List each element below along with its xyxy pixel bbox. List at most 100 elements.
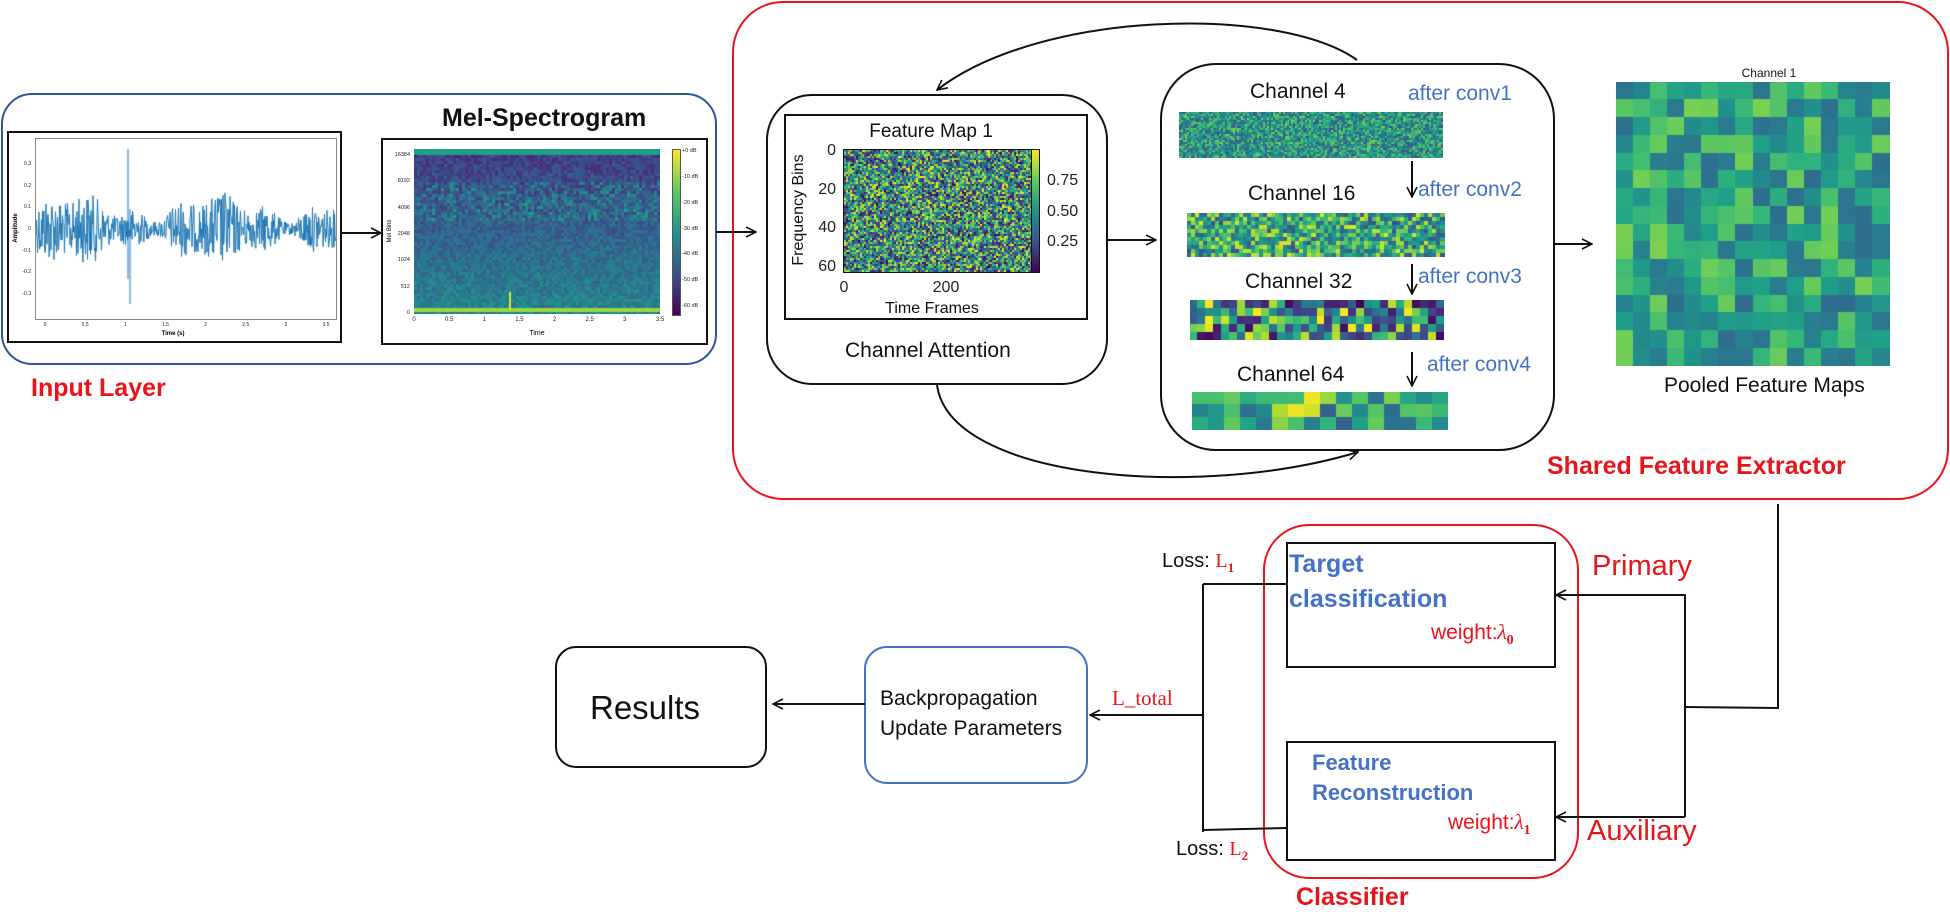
loss2-prefix: Loss: [1176,838,1230,860]
melspec-x-tick: 2 [552,317,557,323]
waveform-y-tick: -0.3 [22,291,31,297]
melspec-y-tick: 8192 [397,178,410,185]
melspec-colorbar-tick: -40 dB [682,251,699,258]
melspec-x-tick: 2.5 [585,317,594,323]
waveform-y-tick: 0 [28,226,31,232]
channel-4-title: Channel 4 [1250,80,1346,103]
melspec-colorbar-tick: -60 dB [682,303,699,309]
waveform-y-tick: -0.2 [22,269,31,276]
arrow-feedback-bottom [936,384,1358,479]
melspec-xlabel: Time [529,330,545,337]
melspec-x-tick: 0 [412,317,416,323]
waveform-x-tick: 2 [204,322,207,328]
waveform-x-tick: 1 [123,322,127,328]
melspec-y-tick: 16384 [394,152,410,158]
attention-y-tick: 40 [818,219,836,237]
channel-16-title: Channel 16 [1248,182,1356,205]
backprop-line1: Backpropagation [880,687,1038,710]
extractor-group [732,1,1949,500]
loss-total-label: L_total [1112,686,1173,710]
attention-x-tick: 200 [932,279,960,296]
channel-64-map [1192,392,1448,430]
melspec-colorbar-tick: -50 dB [682,277,699,284]
waveform-x-tick: 0.5 [81,322,89,328]
waveform-x-tick: 3 [284,322,288,328]
loss1-prefix: Loss: [1162,550,1216,572]
reconstruction-line2: Reconstruction [1312,780,1474,805]
channel-16-map [1187,213,1445,257]
attention-colorbar-tick: 0.75 [1047,172,1079,189]
lambda1-sub: 1 [1523,823,1531,839]
melspec-colorbar-tick: -20 dB [682,199,699,206]
waveform-y-tick: -0.1 [22,247,31,254]
attention-y-tick: 60 [818,258,836,275]
waveform-x-tick: 1.5 [161,322,169,328]
melspec-colorbar [672,149,681,316]
lambda0-symbol: λ [1497,620,1507,644]
lambda0-sub: 0 [1506,633,1514,649]
melspec-colorbar-ticks: +0 dB-10 dB-20 dB-30 dB-40 dB-50 dB-60 d… [384,141,705,342]
melspec-y-tick: 4096 [397,204,410,211]
primary-label: Primary [1592,550,1692,582]
attention-colorbar-tick: 0.25 [1047,233,1079,250]
pooled-plot-title: Channel 1 [1741,66,1797,80]
melspec-y-tick: 0 [406,310,410,316]
channel-32-title: Channel 32 [1245,270,1353,293]
melspec-x-tick: 1.5 [515,317,524,323]
melspec-x-tick: 3 [623,317,627,323]
target-line2: classification [1289,585,1448,613]
target-weight: weight:λ0 [1431,620,1514,649]
waveform-signal [36,139,336,319]
melspec-y-tick: 1024 [397,257,410,264]
attention-feature-map [843,149,1033,273]
lambda1-symbol: λ [1514,810,1524,834]
reconstruction-line1: Feature [1312,750,1392,775]
channel-4-conv: after conv1 [1408,82,1512,105]
input-layer-title: Input Layer [31,374,166,402]
line-extractor-down [1684,504,1779,710]
waveform-x-tick: 0 [43,322,47,328]
waveform-x-tick: 3.5 [322,322,330,328]
attention-y-tick: 20 [818,180,836,198]
attention-ylabel: Frequency Bins [790,154,807,266]
waveform-x-ticks: 0 0.5 1 1.5 2 2.5 3 3.5 [10,134,339,340]
waveform-axes [35,138,337,320]
auxiliary-label: Auxiliary [1587,815,1697,847]
backprop-box [864,646,1088,784]
attention-plot-title: Feature Map 1 [869,121,993,142]
loss2-label: Loss: L2 [1176,838,1248,864]
reconstruction-weight: weight:λ1 [1448,810,1531,839]
waveform-y-tick: 0.1 [24,204,31,211]
melspec-image [414,149,660,314]
results-label: Results [590,689,701,726]
melspec-x-tick: 3.5 [655,317,665,323]
attention-label: Channel Attention [845,339,1011,362]
melspec-title: Mel-Spectrogram [442,104,647,132]
waveform-xlabel: Time (s) [161,331,185,337]
results-box [555,646,767,768]
classifier-title: Classifier [1296,883,1409,911]
loss2-symbol: L [1229,838,1242,860]
waveform-y-tick: 0.2 [24,182,31,189]
backprop-line2: Update Parameters [880,717,1063,740]
target-box [1286,542,1556,668]
attention-xlabel: Time Frames [885,300,979,317]
reconstruction-box [1286,741,1556,861]
channel-64-conv: after conv4 [1427,353,1531,376]
extractor-title: Shared Feature Extractor [1547,452,1846,480]
loss1-sub: 1 [1227,560,1235,575]
channel-32-map [1190,300,1444,340]
waveform-x-tick: 2.5 [242,322,250,328]
line-loss2 [1202,827,1288,831]
pooled-label: Pooled Feature Maps [1664,374,1865,397]
reconstruction-weight-label: weight: [1448,811,1515,834]
arrow-feedback-top [937,22,1358,90]
pooled-feature-map [1616,82,1890,366]
loss1-symbol: L [1215,550,1228,572]
target-weight-label: weight: [1431,621,1498,644]
